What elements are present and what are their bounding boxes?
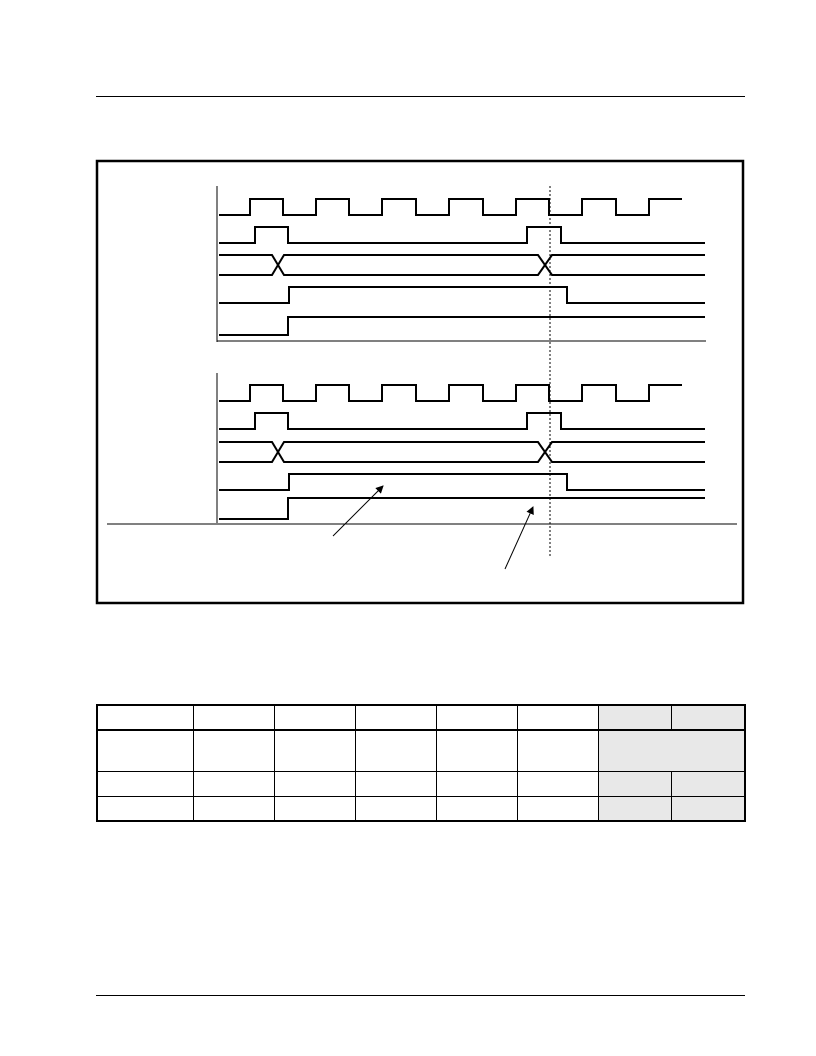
table-cell bbox=[273, 770, 356, 797]
header-rule bbox=[96, 96, 745, 97]
upper-group bbox=[216, 186, 706, 342]
lower-data-bus-waveform bbox=[219, 441, 705, 463]
table-cell bbox=[516, 795, 599, 822]
upper-data-bus-waveform bbox=[219, 254, 705, 276]
register-table bbox=[96, 704, 746, 822]
table-cell-shaded bbox=[597, 795, 672, 822]
table-cell bbox=[516, 729, 599, 772]
table-cell bbox=[192, 795, 275, 822]
table-cell bbox=[516, 704, 599, 731]
table-cell bbox=[435, 770, 518, 797]
table-cell-shaded bbox=[597, 770, 672, 797]
diagram-frame bbox=[95, 159, 745, 605]
table-cell bbox=[516, 770, 599, 797]
table-row bbox=[96, 729, 746, 772]
lower-strobe-waveform bbox=[219, 412, 705, 430]
table-cell-shaded bbox=[670, 795, 746, 822]
table-row bbox=[96, 770, 746, 797]
lower-clock-waveform bbox=[219, 384, 682, 402]
table-cell bbox=[354, 795, 437, 822]
upper-step-waveform bbox=[219, 316, 705, 336]
table-cell-shaded-merged bbox=[597, 729, 746, 772]
lower-level-waveform bbox=[219, 473, 705, 491]
annotation-arrow-right bbox=[504, 506, 534, 570]
table-cell bbox=[273, 704, 356, 731]
annotation-arrow-left bbox=[332, 485, 384, 537]
table-cell bbox=[273, 795, 356, 822]
footer-rule bbox=[96, 995, 745, 996]
table-header-row bbox=[96, 704, 746, 731]
table-cell bbox=[435, 704, 518, 731]
upper-clock-waveform bbox=[219, 198, 682, 216]
table-cell bbox=[192, 729, 275, 772]
lower-group bbox=[216, 373, 705, 523]
table-cell bbox=[354, 729, 437, 772]
table-cell bbox=[96, 795, 194, 822]
table-cell bbox=[354, 704, 437, 731]
table-cell bbox=[96, 770, 194, 797]
table-cell bbox=[435, 795, 518, 822]
upper-level-waveform bbox=[219, 286, 705, 304]
table-cell bbox=[192, 704, 275, 731]
table-cell-shaded bbox=[597, 704, 672, 731]
table-cell bbox=[354, 770, 437, 797]
upper-strobe-waveform bbox=[219, 226, 705, 244]
table-cell bbox=[96, 704, 194, 731]
table-cell-shaded bbox=[670, 704, 746, 731]
table-cell bbox=[96, 729, 194, 772]
table-cell bbox=[435, 729, 518, 772]
lower-step-waveform bbox=[219, 497, 705, 520]
table-cell-shaded bbox=[670, 770, 746, 797]
table-cell bbox=[273, 729, 356, 772]
table-row bbox=[96, 795, 746, 822]
table-cell bbox=[192, 770, 275, 797]
